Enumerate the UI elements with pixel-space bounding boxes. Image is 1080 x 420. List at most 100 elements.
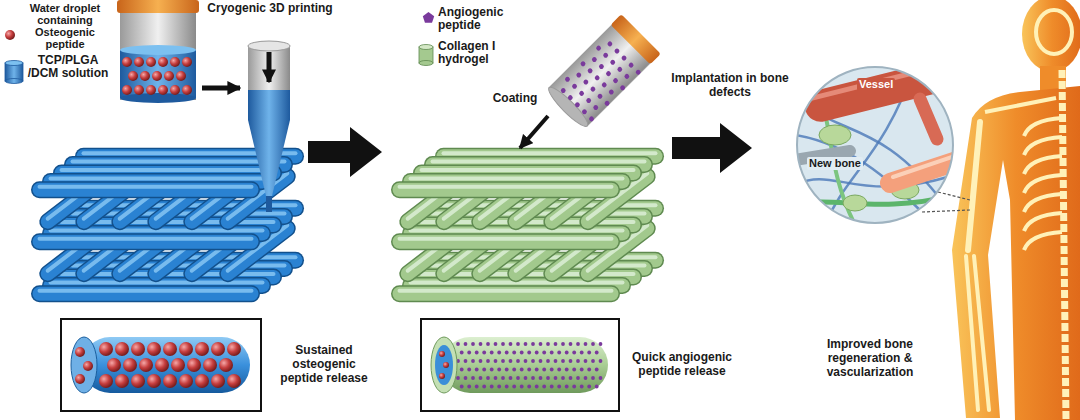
- osteogenic-droplet: [211, 342, 225, 356]
- annotation-label: Cryogenic 3D printing: [205, 2, 335, 16]
- angiogenic-peptide: [467, 385, 471, 389]
- angiogenic-peptide: [587, 385, 591, 389]
- human-skeleton-figure: [1024, 118, 1062, 136]
- angiogenic-peptide: [539, 376, 543, 380]
- angiogenic-peptide: [598, 63, 605, 70]
- cryo-printer-nozzle: [248, 41, 290, 212]
- angiogenic-peptide: [505, 385, 509, 389]
- angiogenic-peptide: [512, 351, 516, 355]
- angiogenic-peptide: [456, 342, 460, 346]
- angiogenic-peptide: [581, 108, 588, 115]
- angiogenic-peptide: [604, 100, 611, 107]
- angiogenic-peptide: [580, 368, 584, 372]
- angiogenic-peptide: [554, 359, 558, 363]
- node-illustration: [62, 320, 260, 410]
- angiogenic-peptide: [501, 359, 505, 363]
- angiogenic-peptide: [527, 385, 531, 389]
- human-skeleton-figure: [1022, 0, 1080, 72]
- angiogenic-peptide: [482, 368, 486, 372]
- legend-sample: [4, 60, 24, 84]
- angiogenic-peptide: [486, 342, 490, 346]
- legend-sample: [5, 79, 23, 84]
- legend-sample: [418, 44, 434, 66]
- coated-scaffold: [400, 185, 612, 189]
- angiogenic-peptide: [520, 368, 524, 372]
- coated-scaffold: [400, 235, 612, 249]
- human-skeleton-figure: [1024, 213, 1062, 231]
- node-illustration: [443, 362, 449, 368]
- angiogenic-peptide: [565, 351, 569, 355]
- angiogenic-peptide: [572, 351, 576, 355]
- angiogenic-peptide: [531, 359, 535, 363]
- node-illustration: [795, 65, 955, 225]
- human-skeleton-figure: [985, 98, 1056, 112]
- angiogenic-peptide: [601, 82, 608, 89]
- angiogenic-peptide: [582, 79, 589, 86]
- printed-scaffold: [40, 153, 296, 294]
- angiogenic-peptide: [467, 368, 471, 372]
- osteogenic-droplet: [122, 85, 132, 95]
- coated-scaffold: [433, 160, 645, 164]
- coated-scaffold: [400, 183, 612, 197]
- angiogenic-peptide: [546, 342, 550, 346]
- angiogenic-peptide: [509, 359, 513, 363]
- angiogenic-peptide: [572, 368, 576, 372]
- angiogenic-peptide: [557, 351, 561, 355]
- angiogenic-peptide: [595, 351, 599, 355]
- human-skeleton-figure: [1036, 10, 1072, 54]
- osteogenic-droplet: [107, 358, 121, 372]
- node-illustration: [71, 337, 97, 393]
- blood-vessel: [808, 65, 955, 101]
- osteogenic-droplet: [155, 358, 169, 372]
- angiogenic-peptide: [471, 376, 475, 380]
- angiogenic-peptide: [578, 90, 585, 97]
- angiogenic-peptide: [580, 351, 584, 355]
- legend-text: Collagen I hydrogel: [438, 40, 516, 66]
- angiogenic-peptide: [516, 376, 520, 380]
- angiogenic-peptide: [608, 89, 615, 96]
- angiogenic-peptide: [505, 368, 509, 372]
- solution-vial: [120, 50, 196, 98]
- coated-scaffold: [400, 289, 612, 293]
- node-illustration: [75, 374, 85, 384]
- printed-scaffold: [40, 289, 252, 293]
- angiogenic-peptide: [580, 385, 584, 389]
- angiogenic-peptide: [512, 385, 516, 389]
- angiogenic-peptide: [609, 59, 616, 66]
- angiogenic-peptide: [599, 376, 603, 380]
- osteogenic-droplet: [164, 71, 174, 81]
- osteogenic-droplet: [176, 71, 186, 81]
- node-illustration: [431, 337, 457, 393]
- printed-scaffold: [40, 233, 252, 250]
- osteogenic-droplet: [99, 374, 113, 388]
- osteogenic-droplet: [123, 358, 137, 372]
- angiogenic-peptide: [482, 351, 486, 355]
- angiogenic-peptide: [599, 359, 603, 363]
- solution-vial: [120, 45, 196, 55]
- angiogenic-peptide: [557, 368, 561, 372]
- angiogenic-peptide: [576, 359, 580, 363]
- angiogenic-peptide: [564, 76, 571, 83]
- angiogenic-peptide: [561, 359, 565, 363]
- angiogenic-peptide: [635, 69, 642, 76]
- legend-text: Angiogenic peptide: [438, 6, 518, 32]
- angiogenic-peptide: [516, 359, 520, 363]
- coating-vial: [611, 14, 661, 64]
- coated-scaffold: [400, 233, 612, 250]
- angiogenic-peptide: [475, 351, 479, 355]
- osteogenic-droplet: [147, 342, 161, 356]
- coated-scaffold: [444, 151, 656, 155]
- coating-arrow: [520, 116, 548, 148]
- node-illustration: [82, 337, 250, 393]
- node-illustration: [75, 347, 85, 357]
- angiogenic-peptide: [471, 342, 475, 346]
- angiogenic-peptide: [550, 368, 554, 372]
- angiogenic-peptide: [531, 342, 535, 346]
- osteogenic-droplet: [131, 374, 145, 388]
- osteogenic-droplet: [182, 57, 192, 67]
- angiogenic-peptide: [475, 385, 479, 389]
- angiogenic-peptide: [614, 48, 621, 55]
- osteogenic-droplet: [147, 374, 161, 388]
- angiogenic-peptide: [520, 385, 524, 389]
- osteogenic-droplet: [146, 85, 156, 95]
